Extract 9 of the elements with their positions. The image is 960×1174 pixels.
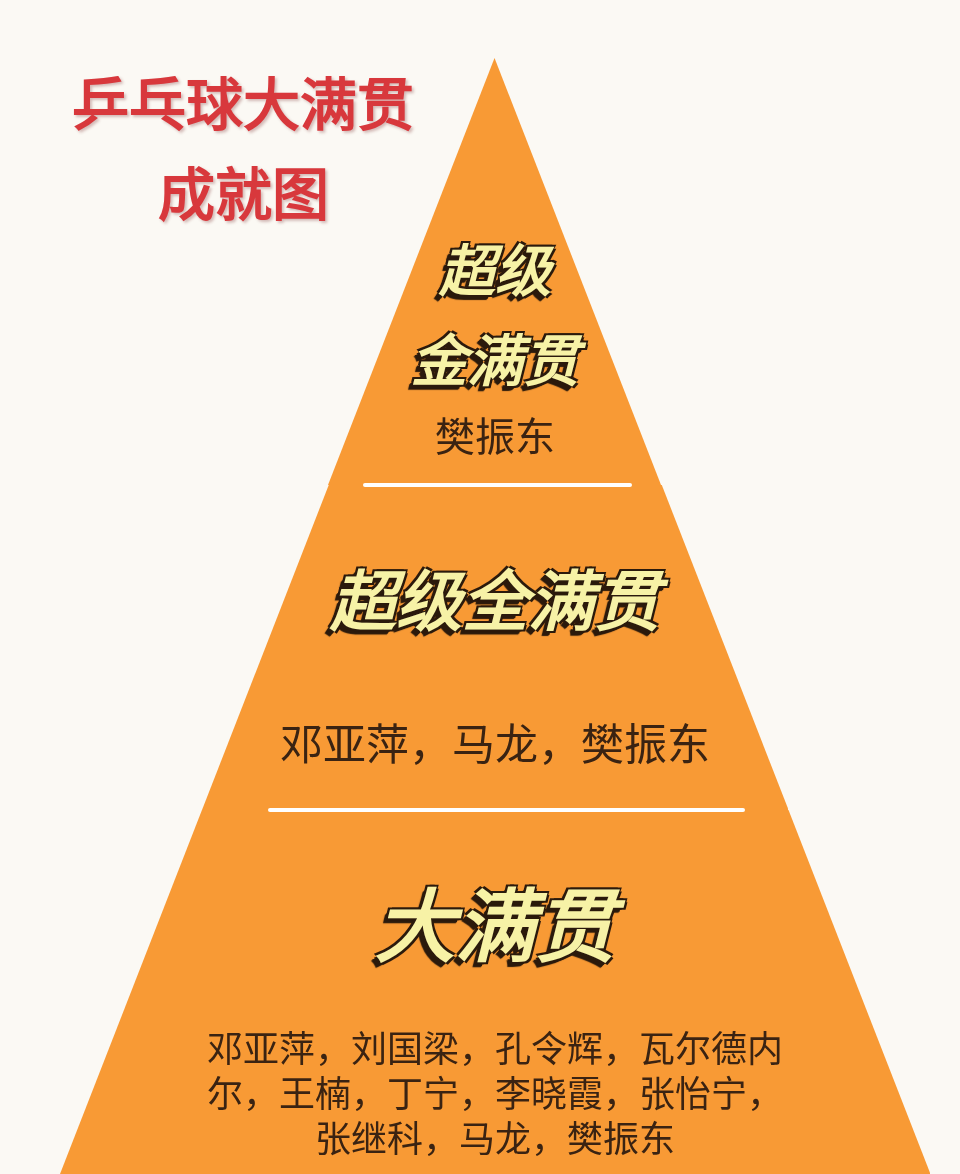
chart-title: 乒乓球大满贯成就图 — [71, 71, 415, 230]
tier-heading: 大满贯 — [335, 880, 655, 976]
pyramid-tier — [201, 485, 789, 810]
player-names: 邓亚萍，刘国梁，孔令辉，瓦尔德内尔，王楠，丁宁，李晓霞，张怡宁，张继科，马龙，樊振东 — [206, 1028, 784, 1162]
tier-heading: 超级全满贯 — [295, 558, 695, 648]
tier-heading: 超级金满贯 — [405, 227, 585, 407]
player-names: 樊振东 — [434, 413, 556, 462]
player-names: 邓亚萍，马龙，樊振东 — [279, 719, 711, 772]
pyramid-tier — [59, 810, 931, 1174]
